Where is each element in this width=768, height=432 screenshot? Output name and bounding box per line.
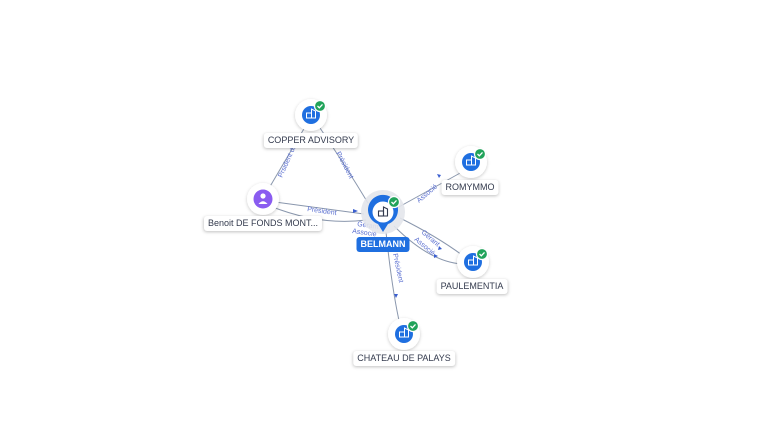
building-icon <box>377 206 389 217</box>
building-icon <box>306 108 316 119</box>
check-icon <box>479 251 485 257</box>
check-icon <box>391 199 397 205</box>
edge-label: Associé <box>416 183 439 204</box>
edge-label: Président <box>334 151 354 180</box>
node-romymmo[interactable] <box>455 146 487 178</box>
node-label-belmann[interactable]: BELMANN <box>356 237 410 252</box>
node-label-copper-advisory[interactable]: COPPER ADVISORY <box>263 133 359 148</box>
edge-label: Président <box>307 206 337 217</box>
arrowhead <box>434 254 438 258</box>
arrowhead <box>394 294 398 298</box>
node-label-chateau-de-palays[interactable]: CHATEAU DE PALAYS <box>353 351 455 366</box>
person-icon <box>258 193 268 204</box>
node-label-benoit[interactable]: Benoit DE FONDS MONT... <box>203 216 323 231</box>
node-benoit[interactable] <box>247 183 279 215</box>
arrowhead <box>353 209 358 213</box>
check-icon <box>477 151 483 157</box>
arrowhead <box>437 174 441 178</box>
edge-center-paulementia-2[interactable] <box>393 225 463 265</box>
edge-benoit-center[interactable] <box>274 201 365 215</box>
edge-center-romymmo[interactable] <box>396 171 463 209</box>
edge-label: Associé <box>352 228 377 238</box>
check-icon <box>410 323 416 329</box>
check-icon <box>317 103 323 109</box>
edge-label: Président <box>391 253 404 283</box>
node-belmann[interactable] <box>361 190 405 234</box>
node-chateau-de-palays[interactable] <box>388 318 420 350</box>
node-label-romymmo[interactable]: ROMYMMO <box>441 180 499 195</box>
edge-arrows <box>353 174 442 298</box>
node-label-paulementia[interactable]: PAULEMENTIA <box>436 279 508 294</box>
node-copper-advisory[interactable] <box>295 99 327 131</box>
arrowhead <box>438 246 442 250</box>
node-paulementia[interactable] <box>457 246 489 278</box>
edge-label: Prsident du <box>277 144 298 179</box>
